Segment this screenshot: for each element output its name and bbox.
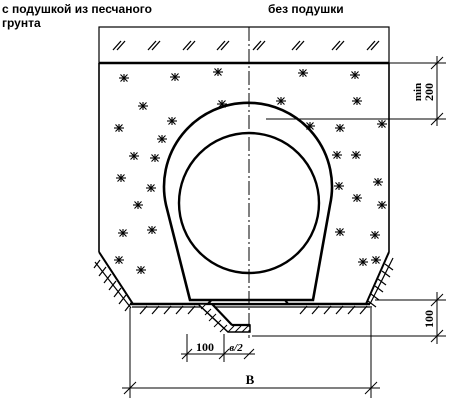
dimension-cushion bbox=[181, 334, 255, 362]
soil-mark bbox=[129, 152, 139, 160]
soil-mark bbox=[358, 258, 368, 266]
soil-mark bbox=[217, 100, 227, 108]
soil-mark bbox=[146, 184, 156, 192]
dimension-width-label: В bbox=[246, 372, 255, 387]
dimension-min-label: min bbox=[412, 83, 424, 101]
soil-mark bbox=[335, 124, 345, 132]
soil-mark bbox=[298, 69, 308, 77]
soil-mark bbox=[133, 201, 143, 209]
embankment-outline bbox=[98, 63, 390, 305]
soil-mark bbox=[167, 117, 177, 125]
soil-mark bbox=[116, 174, 126, 182]
top-layer-hatch-marks bbox=[112, 40, 380, 51]
dimension-width bbox=[122, 308, 380, 398]
caption-left-line-1: с подушкой из песчаного bbox=[2, 2, 152, 16]
dimension-cover-value: 200 bbox=[422, 83, 436, 101]
soil-mark bbox=[114, 124, 124, 132]
soil-mark bbox=[147, 226, 157, 234]
dimension-cover bbox=[266, 56, 446, 126]
ground-hatching bbox=[93, 257, 394, 315]
soil-mark bbox=[335, 228, 345, 236]
dimension-bottom-offset-value: 100 bbox=[422, 310, 436, 328]
soil-mark bbox=[352, 97, 362, 105]
caption-left-line-2: грунта bbox=[2, 16, 41, 30]
soil-mark bbox=[136, 266, 146, 274]
caption-with-sand-cushion: с подушкой из песчаного грунта bbox=[2, 2, 152, 30]
soil-mark bbox=[373, 178, 383, 186]
soil-mark bbox=[370, 231, 380, 239]
soil-mark bbox=[213, 68, 223, 76]
pipe-section bbox=[162, 101, 334, 302]
dimension-cushion-value: 100 bbox=[196, 340, 214, 354]
sand-cushion bbox=[196, 303, 251, 333]
soil-mark bbox=[371, 256, 381, 264]
dimension-half-width-label: в/2 bbox=[229, 342, 243, 354]
soil-mark bbox=[352, 194, 362, 202]
soil-mark bbox=[150, 154, 160, 162]
soil-mark bbox=[114, 256, 124, 264]
soil-mark bbox=[138, 102, 148, 110]
dimension-bottom-offset bbox=[252, 292, 446, 344]
caption-without-cushion: без подушки bbox=[268, 2, 344, 16]
soil-mark bbox=[305, 122, 315, 130]
soil-mark bbox=[157, 135, 167, 143]
soil-mark bbox=[276, 97, 286, 105]
top-fill-layer bbox=[98, 26, 390, 65]
soil-mark bbox=[119, 74, 129, 82]
backfill-soil-marks bbox=[114, 68, 387, 274]
soil-mark bbox=[170, 73, 180, 81]
soil-mark bbox=[332, 151, 342, 159]
soil-mark bbox=[118, 229, 128, 237]
soil-mark bbox=[334, 182, 344, 190]
soil-mark bbox=[377, 120, 387, 128]
soil-mark bbox=[350, 71, 360, 79]
soil-mark bbox=[351, 151, 361, 159]
soil-mark bbox=[377, 201, 387, 209]
